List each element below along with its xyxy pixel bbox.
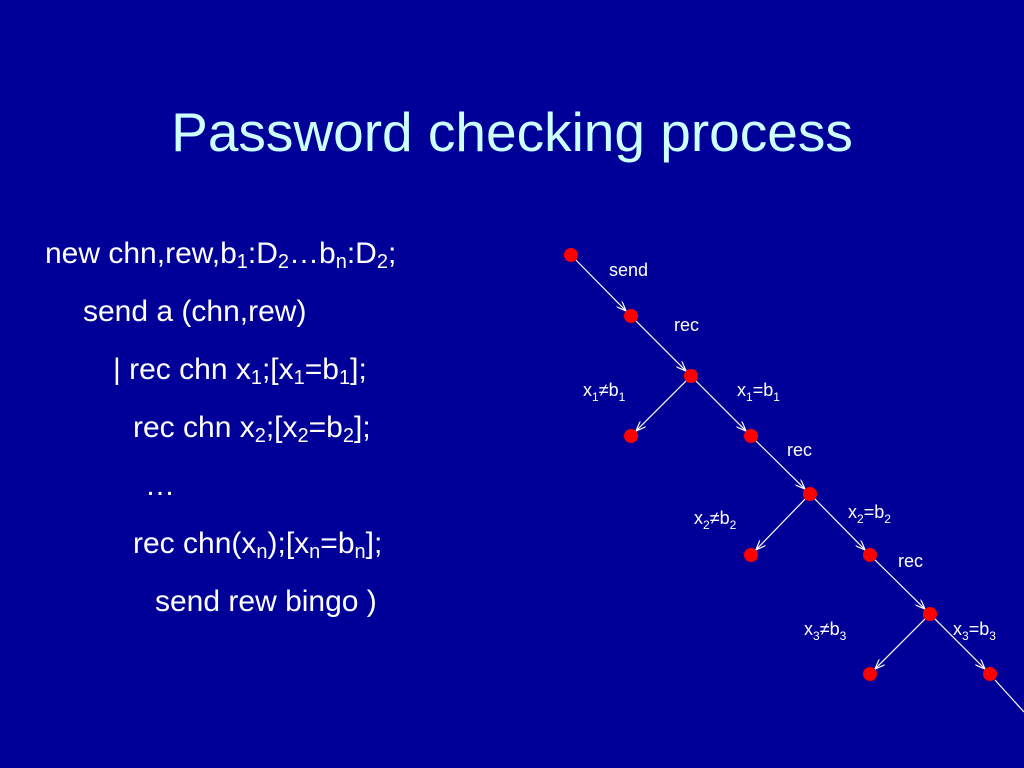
tree-edge-n2-l1 (637, 380, 687, 430)
tree-edge-r1-n3 (755, 440, 804, 488)
code-block: new chn,rew,b1:D2…bn:D2; send a (chn,rew… (45, 237, 397, 618)
tree-node-l2 (744, 548, 758, 562)
tree-node-l1 (624, 429, 638, 443)
tree-node-n3 (803, 487, 817, 501)
slide-title: Password checking process (171, 101, 853, 163)
code-line-3: | rec chn x1;[x1=b1]; (113, 353, 367, 389)
code-line-7: send rew bingo ) (155, 585, 377, 618)
edge-label-rec3: rec (898, 551, 923, 571)
tree-node-r1 (744, 429, 758, 443)
tree-edge-n2-r1 (695, 380, 745, 430)
code-line-2: send a (chn,rew) (83, 295, 307, 328)
tree-edge-labels: send rec x1≠b1 x1=b1 rec x2≠b2 x2=b2 rec x3≠b3 x3… (583, 260, 996, 643)
tree-edge-r2-n4 (874, 559, 924, 608)
edge-label-eq2: x2=b2 (848, 502, 891, 526)
tree-edge-root-n1 (575, 259, 625, 310)
tree-nodes (564, 248, 997, 681)
edge-label-eq3: x3=b3 (953, 619, 996, 643)
edge-label-rec1: rec (674, 315, 699, 335)
tree-node-n4 (923, 607, 937, 621)
tree-node-r3 (983, 667, 997, 681)
tree-node-l3 (863, 667, 877, 681)
edge-label-eq1: x1=b1 (737, 380, 780, 404)
tree-node-n1 (624, 309, 638, 323)
edge-label-neq1: x1≠b1 (583, 380, 626, 404)
code-line-4: rec chn x2;[x2=b2]; (133, 411, 371, 447)
edge-label-neq3: x3≠b3 (804, 619, 847, 643)
tree-edge-continuation (994, 679, 1024, 713)
tree-edges (575, 259, 1024, 713)
edge-label-neq2: x2≠b2 (694, 508, 737, 532)
tree-edge-n3-r2 (814, 498, 864, 549)
code-line-6: rec chn(xn);[xn=bn]; (133, 527, 383, 563)
edge-label-send: send (609, 260, 648, 280)
code-line-5: … (145, 469, 175, 502)
tree-node-r2 (863, 548, 877, 562)
code-line-1: new chn,rew,b1:D2…bn:D2; (45, 237, 397, 273)
tree-node-n2 (684, 369, 698, 383)
tree-edge-n3-l2 (757, 498, 806, 549)
tree-edge-n4-l3 (876, 618, 926, 668)
tree-node-root (564, 248, 578, 262)
edge-label-rec2: rec (787, 440, 812, 460)
tree-edge-n4-r3 (934, 618, 984, 668)
tree-edge-n1-n2 (635, 320, 685, 370)
